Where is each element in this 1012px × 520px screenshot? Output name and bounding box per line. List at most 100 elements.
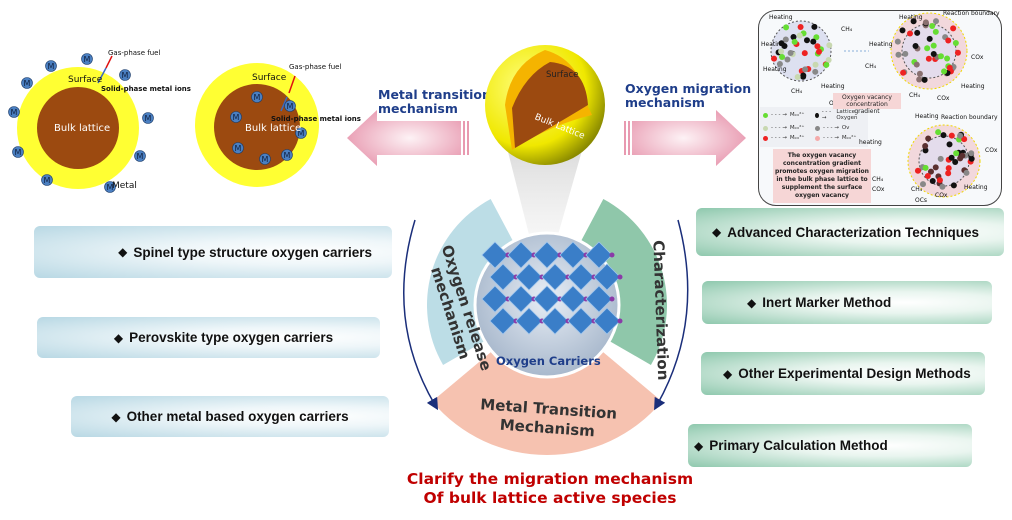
label-line-2: mechanism xyxy=(378,101,458,116)
heating-label: Heating xyxy=(964,184,988,191)
atom-dot xyxy=(913,61,920,68)
heating-label: heating xyxy=(859,139,882,146)
atom-dot xyxy=(781,42,788,49)
ocs-label: OCs xyxy=(915,197,928,204)
metal-transition-arc xyxy=(432,349,662,455)
conclusion-text: Clarify the migration mechanism Of bulk … xyxy=(390,470,710,508)
metal-ion-icon xyxy=(251,91,263,103)
legend-label: Mₒₓ³⁺ xyxy=(789,135,805,141)
cox-label: COx xyxy=(935,192,948,199)
metal-ion-icon xyxy=(134,150,146,162)
metal-ion-symbol: M xyxy=(262,155,269,164)
oxygen-atom xyxy=(617,318,623,324)
atom-dot xyxy=(914,167,921,174)
atom-dot xyxy=(916,70,923,77)
heating-label: Heating xyxy=(961,83,985,90)
legend-label: Mₒₓ²⁺ xyxy=(841,135,857,141)
advanced-characterization-box[interactable]: ◆ Advanced Characterization Techniques xyxy=(696,208,1004,256)
atom-dot xyxy=(778,48,785,55)
legend-label: Lattice Oxygen xyxy=(836,109,858,121)
spotlight-cone xyxy=(505,140,585,270)
atom-dot xyxy=(953,150,960,157)
metal-ion-icon xyxy=(281,149,293,161)
box-label: Spinel type structure oxygen carriers xyxy=(133,244,372,260)
octahedron-unit xyxy=(541,263,569,291)
reaction-boundary-label: Reaction boundary xyxy=(943,10,1000,17)
metal-ion-icon xyxy=(45,60,57,72)
metal-ion-symbol: M xyxy=(48,62,55,71)
metal-ion-symbol: M xyxy=(233,113,240,122)
heating-label: Heating xyxy=(763,66,787,73)
legend-label: Ov xyxy=(841,125,850,131)
metal-ion-icon xyxy=(142,112,154,124)
atom-dot xyxy=(957,132,964,139)
atom-dot xyxy=(916,76,923,83)
atom-dot xyxy=(950,25,957,32)
octahedron-unit xyxy=(585,285,613,313)
atom-dot xyxy=(900,69,907,76)
oxygen-atom xyxy=(609,296,615,302)
reaction-boundary-label: Reaction boundary xyxy=(941,114,998,121)
spinel-carriers-box[interactable]: ◆ Spinel type structure oxygen carriers xyxy=(34,226,392,278)
atom-dot xyxy=(790,33,797,40)
octahedron-unit xyxy=(533,241,561,269)
oxygen-atom xyxy=(609,252,615,258)
cox-label: COx xyxy=(937,95,950,102)
atom-dot xyxy=(895,51,902,58)
bulk-core xyxy=(37,87,119,169)
atom-dot xyxy=(784,56,791,63)
oxygen-atom xyxy=(617,274,623,280)
metal-ion-symbol: M xyxy=(235,144,242,153)
atom-dot xyxy=(800,73,807,80)
atom-dot xyxy=(815,48,822,55)
legend-arrow: - - - → xyxy=(821,109,832,121)
atom-dot xyxy=(924,45,931,52)
surface-label: Surface xyxy=(252,73,287,83)
atom-dot xyxy=(926,35,933,42)
metal-ion-icon xyxy=(104,181,116,193)
atom-dot xyxy=(968,155,975,162)
metal-ion-icon xyxy=(232,142,244,154)
heating-label: Heating xyxy=(899,14,923,21)
legend-arrow: - - - → xyxy=(771,135,787,141)
atom-dot xyxy=(919,181,926,188)
atom-dot xyxy=(810,38,817,45)
solid-ion-arrow xyxy=(97,67,107,84)
atom-dot xyxy=(902,50,909,57)
atom-dot xyxy=(946,64,953,71)
atom-dot xyxy=(929,178,936,185)
atom-dot xyxy=(787,50,794,57)
cox-label: COx xyxy=(971,54,984,61)
gas-fuel-arrow xyxy=(105,55,113,69)
box-label: Perovskite type oxygen carriers xyxy=(129,330,334,345)
bullet-diamond-icon: ◆ xyxy=(118,245,128,259)
perovskite-carriers-box[interactable]: ◆ Perovskite type oxygen carriers xyxy=(37,317,380,358)
legend-arrow: - - - → xyxy=(771,125,787,131)
octahedron-unit xyxy=(507,285,535,313)
metal-ion-symbol: M xyxy=(298,129,305,138)
atom-dot xyxy=(922,19,929,26)
primary-calculation-box[interactable]: ◆ Primary Calculation Method xyxy=(688,424,972,467)
atom-dot xyxy=(826,42,833,49)
atom-dot xyxy=(922,143,929,150)
inert-marker-box[interactable]: ◆ Inert Marker Method xyxy=(702,281,992,324)
gradient-label: Oxygen vacancy concentration gradient xyxy=(833,93,901,115)
conclusion-line-1: Clarify the migration mechanism xyxy=(406,470,694,488)
solid-ion-arrow xyxy=(280,96,288,112)
atom-dot xyxy=(776,60,783,67)
atom-dot xyxy=(801,50,808,57)
legend: - - - → Mₒₓ²⁺ - - - → Lattice Oxygen - - - →… xyxy=(763,109,867,141)
legend-swatch-icon xyxy=(763,112,768,118)
atom-dot xyxy=(945,170,952,177)
legend-box xyxy=(760,107,868,147)
atom-dot xyxy=(912,43,919,50)
legend-item: - - - →Ov xyxy=(815,125,867,131)
metal-ion-symbol: M xyxy=(287,102,294,111)
atom-dot xyxy=(950,182,957,189)
metal-ion-icon xyxy=(230,111,242,123)
bullet-diamond-icon: ◆ xyxy=(723,366,733,381)
other-experimental-box[interactable]: ◆ Other Experimental Design Methods xyxy=(701,352,985,395)
explanation-box: The oxygen vacancy concentration gradien… xyxy=(773,149,871,203)
other-metal-carriers-box[interactable]: ◆ Other metal based oxygen carriers xyxy=(71,396,389,437)
